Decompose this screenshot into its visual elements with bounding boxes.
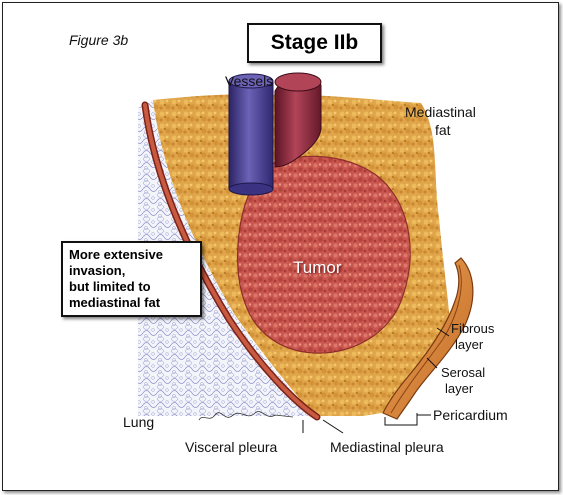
label-fibrous-layer: Fibrous layer <box>451 321 494 353</box>
note-line-1: More extensive <box>69 247 194 263</box>
label-visceral-pleura: Visceral pleura <box>185 439 277 455</box>
label-serosal-line1: Serosal <box>441 365 485 381</box>
label-mediastinal-fat-line1: Mediastinal <box>405 103 476 121</box>
label-mediastinal-fat: Mediastinal fat <box>405 103 476 139</box>
label-tumor: Tumor <box>293 258 342 278</box>
label-mediastinal-pleura: Mediastinal pleura <box>330 439 444 455</box>
note-line-3: but limited to <box>69 279 194 295</box>
label-pericardium: Pericardium <box>433 407 508 423</box>
stage-title: Stage IIb <box>247 23 382 63</box>
invasion-note-box: More extensive invasion, but limited to … <box>61 241 202 317</box>
figure-label: Figure 3b <box>69 32 128 48</box>
label-vessels: Vessels <box>225 73 273 89</box>
label-lung: Lung <box>123 414 154 430</box>
figure-frame: Figure 3b Stage IIb More extensive invas… <box>2 2 559 491</box>
label-serosal-layer: Serosal layer <box>441 365 485 397</box>
label-mediastinal-fat-line2: fat <box>405 121 476 139</box>
label-fibrous-line1: Fibrous <box>451 321 494 337</box>
label-fibrous-line2: layer <box>451 337 494 353</box>
label-serosal-line2: layer <box>441 381 485 397</box>
note-line-4: mediastinal fat <box>69 295 194 311</box>
note-line-2: invasion, <box>69 263 194 279</box>
